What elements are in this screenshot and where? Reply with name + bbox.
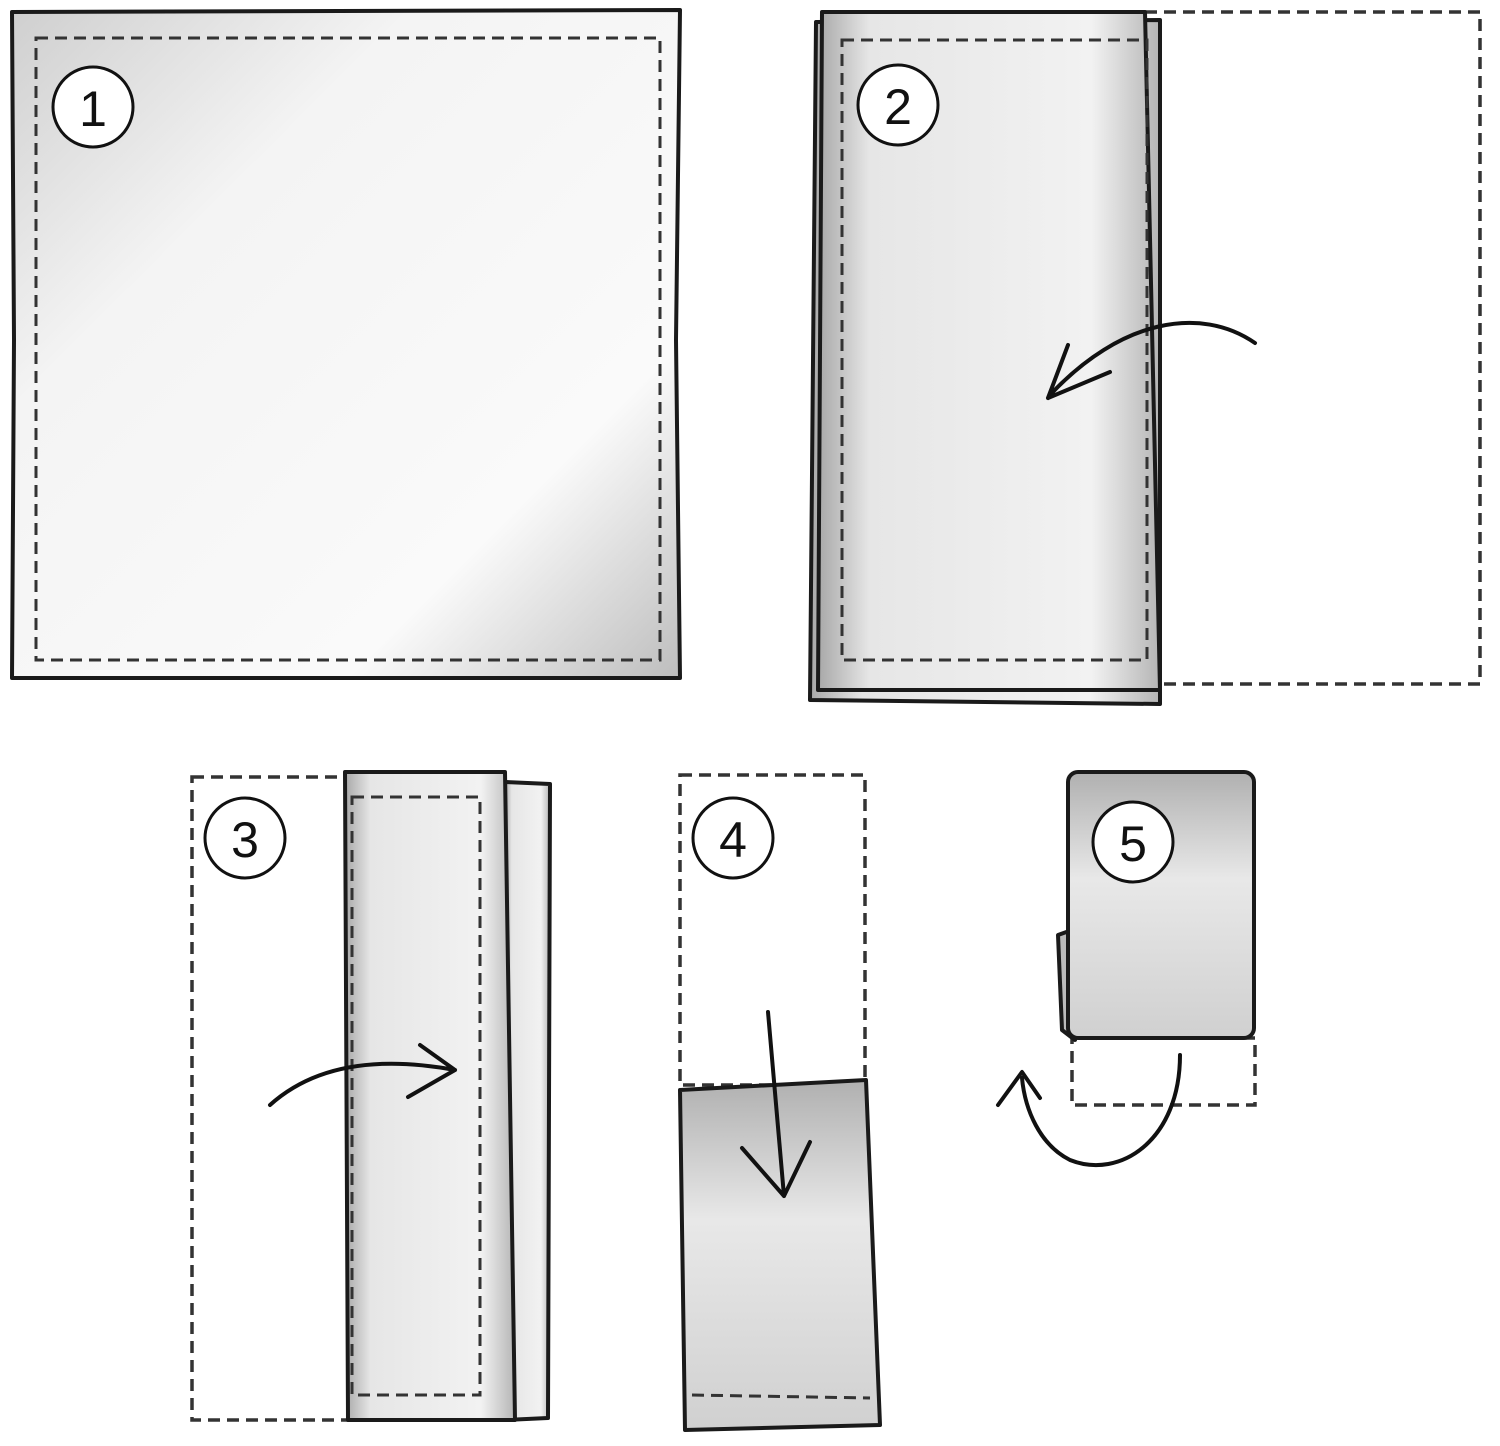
napkin-square <box>10 8 682 680</box>
fold-right-arrow-icon <box>268 1043 457 1107</box>
fold-under-arrow-icon <box>996 1053 1182 1167</box>
folded-strip <box>343 770 517 1422</box>
folded-layer <box>816 10 1162 692</box>
step-number: 3 <box>231 812 259 868</box>
step-number: 1 <box>79 81 107 137</box>
stitch-line <box>34 36 662 662</box>
step-2: 2 <box>808 10 1482 706</box>
step-5: 5 <box>996 770 1257 1167</box>
step-number-badge <box>51 65 135 149</box>
step-number: 2 <box>884 79 912 135</box>
stitch-line <box>691 1393 871 1400</box>
step-1: 1 <box>10 8 682 680</box>
step-number-badge <box>203 796 287 880</box>
fold-down-arrow-icon <box>740 1010 812 1198</box>
unfolded-strip-outline <box>190 775 352 1422</box>
step-number-badge <box>691 796 775 880</box>
step-4: 4 <box>678 773 882 1432</box>
step-number-badge <box>1091 800 1175 884</box>
step-number-badge <box>856 63 940 147</box>
folded-bottom <box>678 1078 882 1432</box>
unfolded-half-outline <box>1143 10 1482 686</box>
stitch-line <box>840 38 1149 662</box>
step-3: 3 <box>190 770 552 1422</box>
fold-left-arrow-icon <box>1046 320 1257 400</box>
step-number: 5 <box>1119 816 1147 872</box>
step-number: 4 <box>719 812 747 868</box>
unfolded-bottom-outline <box>1070 1036 1257 1107</box>
stitch-line <box>350 795 482 1397</box>
